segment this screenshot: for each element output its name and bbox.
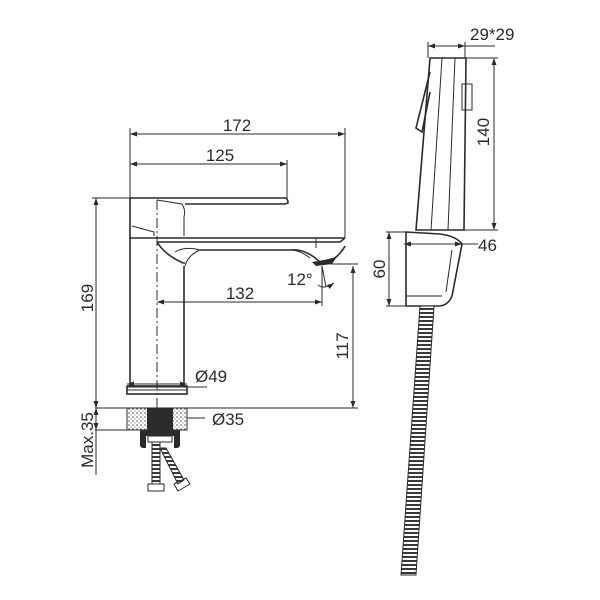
faucet-drawing: 12° <box>78 116 358 492</box>
body-diameter-label: Ø49 <box>195 367 227 386</box>
handle-length-label: 125 <box>206 146 234 165</box>
spout-reach-label: 132 <box>226 284 254 303</box>
angle-label: 12° <box>287 270 313 289</box>
spout-height-label: 117 <box>333 332 352 359</box>
hose-icon <box>400 305 435 576</box>
hand-shower-drawing: 29*29 140 46 60 <box>370 25 514 576</box>
head-length-label: 140 <box>474 118 493 146</box>
mount-diameter-label: Ø35 <box>212 410 244 429</box>
overall-length-label: 172 <box>223 116 251 135</box>
total-height-label: 169 <box>78 284 97 312</box>
max-deck-label: Max.35 <box>78 412 97 468</box>
head-section-label: 29*29 <box>470 25 514 44</box>
holder-height-label: 60 <box>370 260 389 279</box>
holder-depth-label: 46 <box>478 236 497 255</box>
